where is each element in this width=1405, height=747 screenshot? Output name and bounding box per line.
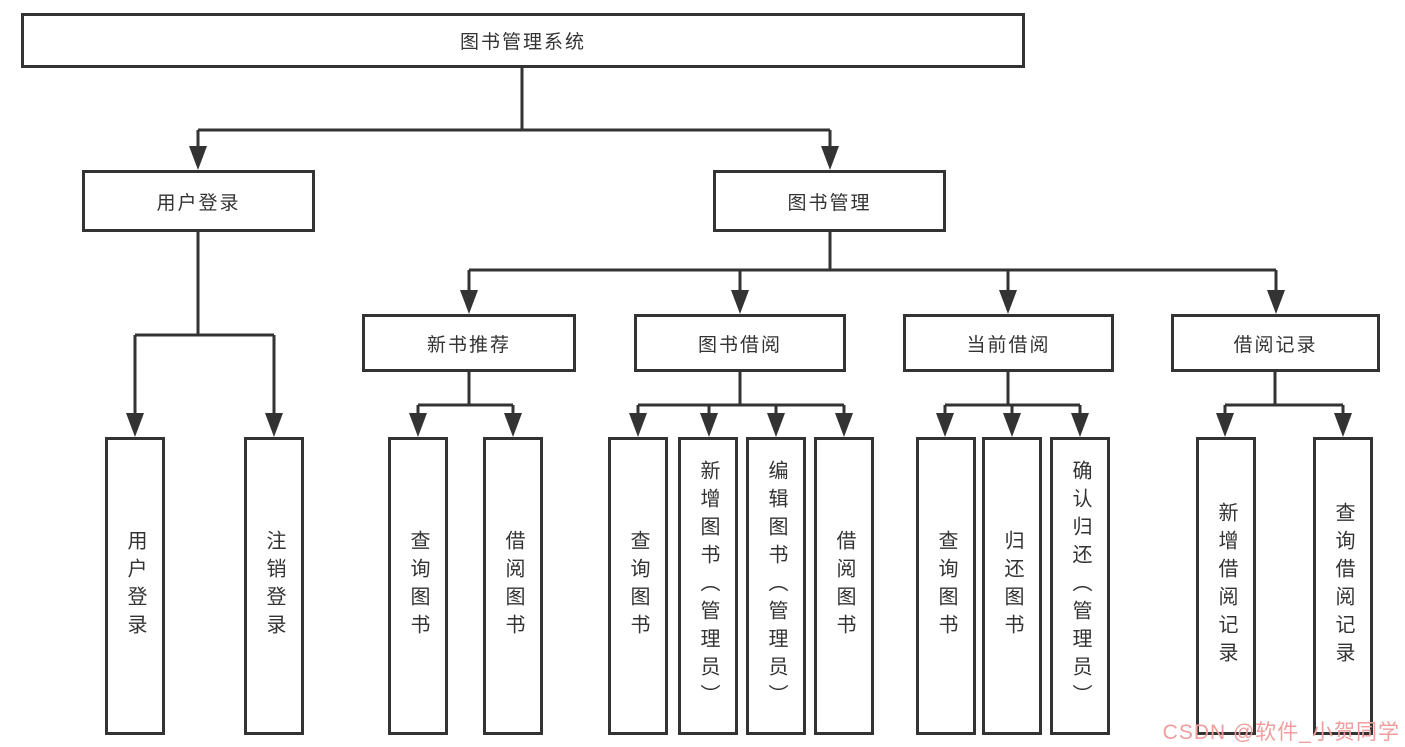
leaf-borrow-books: 借阅图书: [814, 437, 874, 735]
leaf-label: 新增借阅记录: [1215, 502, 1237, 670]
leaf-label: 用户登录: [124, 530, 146, 642]
node-label: 图书管理系统: [459, 32, 586, 53]
leaf-add-books-admin: 新增图书（管理员）: [678, 437, 738, 735]
csdn-watermark: CSDN @软件_小贺同学: [1162, 721, 1400, 744]
leaf-query-books-rec: 查询图书: [388, 437, 448, 735]
leaf-confirm-return-admin: 确认归还（管理员）: [1050, 437, 1110, 735]
leaf-label: 查询图书: [407, 530, 429, 642]
leaf-label: 查询借阅记录: [1332, 502, 1354, 670]
leaf-return-books: 归还图书: [982, 437, 1042, 735]
leaf-label: 新增图书（管理员）: [697, 460, 719, 712]
node-new-book-recommend: 新书推荐: [362, 314, 576, 372]
leaf-user-login: 用户登录: [105, 437, 165, 735]
leaf-label: 查询图书: [627, 530, 649, 642]
leaf-label: 编辑图书（管理员）: [765, 460, 787, 712]
leaf-query-books-current: 查询图书: [916, 437, 976, 735]
leaf-query-borrow-record: 查询借阅记录: [1313, 437, 1373, 735]
leaf-label: 借阅图书: [502, 530, 524, 642]
leaf-label: 借阅图书: [833, 530, 855, 642]
leaf-label: 归还图书: [1001, 530, 1023, 642]
node-book-borrow: 图书借阅: [634, 314, 846, 372]
leaf-label: 确认归还（管理员）: [1069, 460, 1091, 712]
node-current-borrow: 当前借阅: [903, 314, 1114, 372]
leaf-label: 注销登录: [263, 530, 285, 642]
leaf-borrow-books-rec: 借阅图书: [483, 437, 543, 735]
node-label: 新书推荐: [426, 334, 511, 356]
leaf-add-borrow-record: 新增借阅记录: [1196, 437, 1256, 735]
leaf-label: 查询图书: [935, 530, 957, 642]
node-label: 图书管理: [787, 192, 872, 214]
node-book-management: 图书管理: [713, 170, 946, 232]
node-label: 用户登录: [156, 192, 241, 214]
node-label: 当前借阅: [966, 334, 1051, 356]
arrowheads: [126, 146, 1352, 437]
node-label: 借阅记录: [1233, 334, 1318, 356]
leaf-logout: 注销登录: [244, 437, 304, 735]
node-library-system: 图书管理系统: [21, 13, 1025, 68]
node-label: 图书借阅: [697, 334, 782, 356]
leaf-edit-books-admin: 编辑图书（管理员）: [746, 437, 806, 735]
leaf-query-books-borrow: 查询图书: [608, 437, 668, 735]
node-user-login: 用户登录: [82, 170, 315, 232]
node-borrow-records: 借阅记录: [1171, 314, 1380, 372]
